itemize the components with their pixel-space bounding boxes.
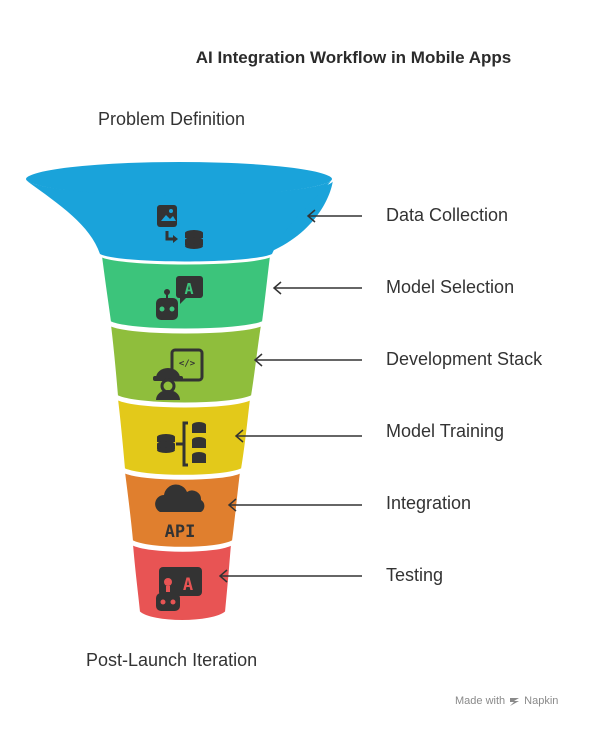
svg-text:A: A: [183, 575, 193, 595]
arrow-integration: [227, 498, 362, 512]
napkin-logo-icon: [510, 697, 520, 706]
robot-testing-icon: A: [156, 567, 202, 611]
funnel-top-label: Problem Definition: [98, 109, 246, 129]
funnel-bottom-label: Post-Launch Iteration: [86, 650, 258, 670]
image-to-database-icon: [157, 205, 203, 249]
stage-label-model-selection: Model Selection: [386, 277, 515, 297]
stage-label-testing: Testing: [386, 565, 444, 585]
made-with-footer: Made with Napkin: [455, 695, 558, 707]
stage-label-model-training: Model Training: [386, 421, 505, 441]
stage-label-data-collection: Data Collection: [386, 205, 509, 225]
arrow-data-collection: [306, 209, 362, 223]
cloud-api-icon: API: [155, 484, 205, 542]
database-network-icon: [157, 421, 206, 467]
robot-chat-icon: A: [156, 276, 203, 320]
diagram-title: AI Integration Workflow in Mobile Apps: [195, 48, 512, 67]
developer-code-icon: </>: [153, 348, 204, 400]
stage-arrows: [218, 209, 362, 583]
stage-label-integration: Integration: [386, 493, 472, 513]
svg-text:A: A: [184, 280, 193, 298]
arrow-development-stack: [253, 353, 362, 367]
svg-text:</>: </>: [179, 359, 196, 369]
funnel-stage-data-collection: [24, 160, 334, 262]
funnel-stage-development-stack: [108, 323, 264, 405]
svg-text:API: API: [165, 522, 196, 542]
arrow-model-selection: [272, 281, 362, 295]
footer-prefix: Made with: [455, 695, 506, 707]
arrow-model-training: [234, 429, 362, 443]
arrow-testing: [218, 569, 362, 583]
stage-label-development-stack: Development Stack: [386, 349, 543, 369]
footer-brand: Napkin: [524, 695, 559, 707]
